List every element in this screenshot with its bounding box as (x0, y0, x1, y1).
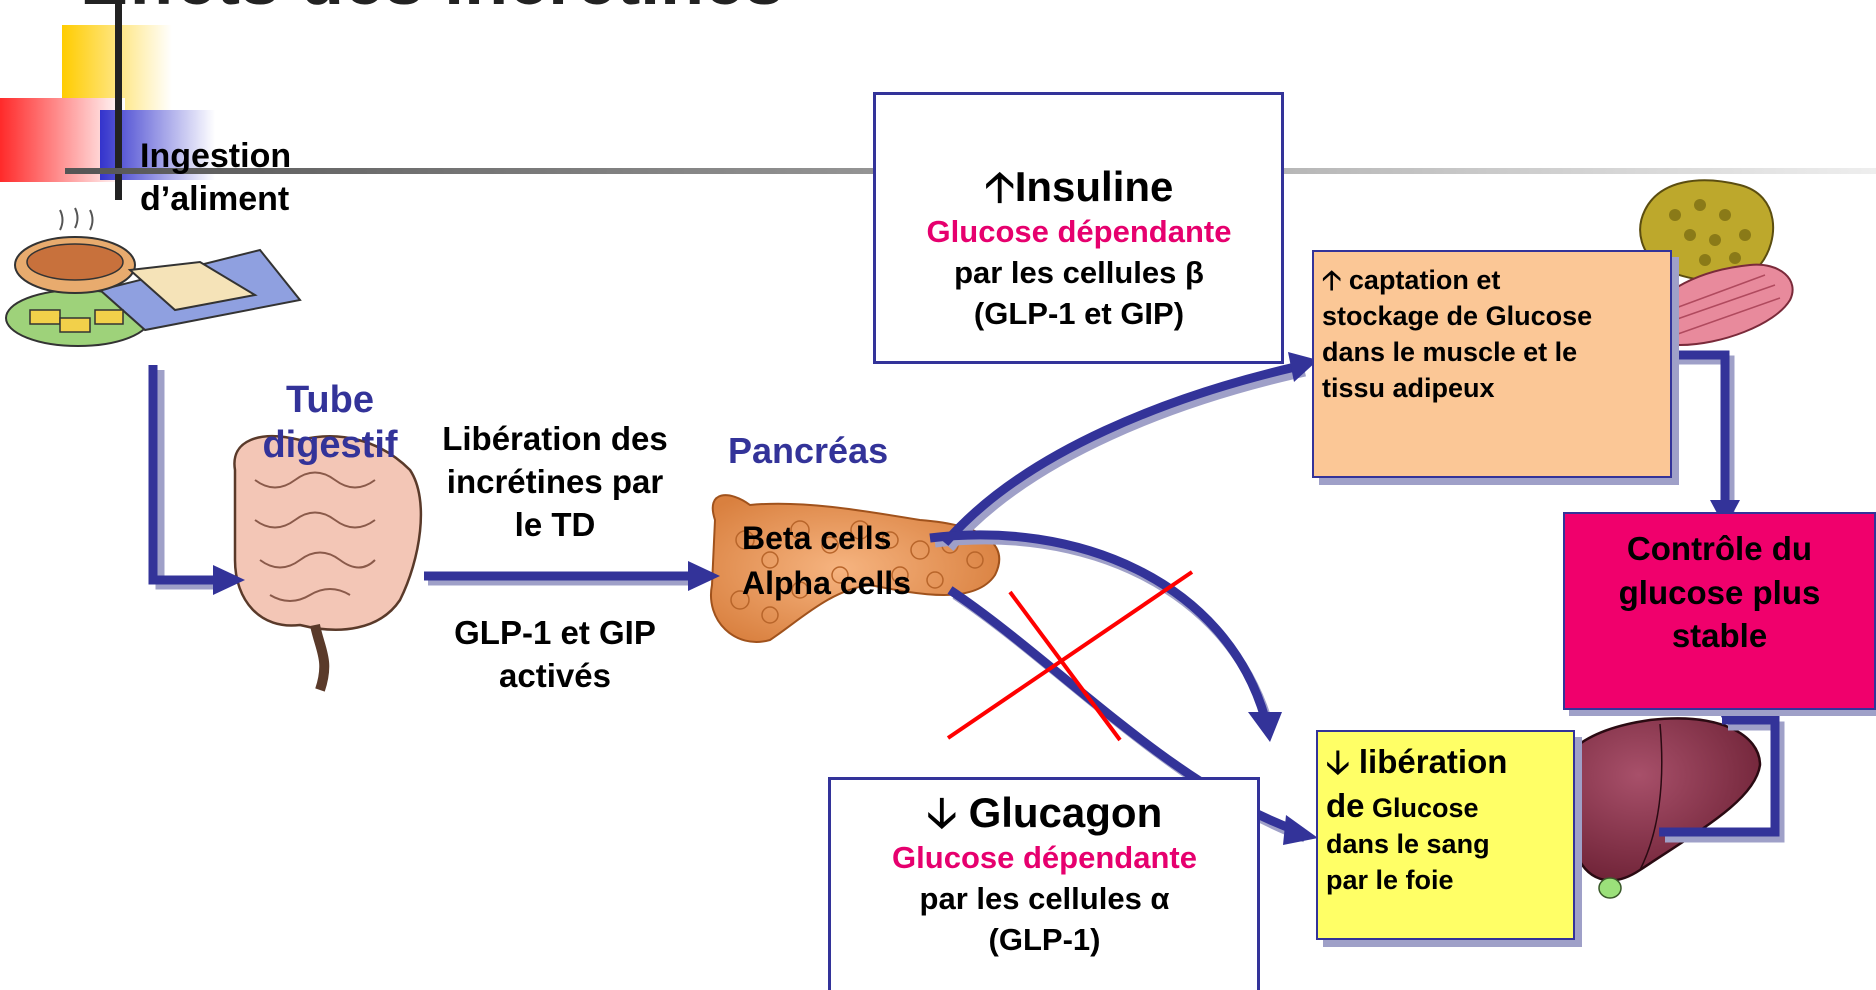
glp-active-label: GLP-1 et GIP activés (454, 614, 656, 694)
down-arrow-icon: 🡣 (926, 789, 957, 836)
intestine-illustration (233, 435, 423, 692)
glucagon-title: Glucagon (968, 789, 1163, 836)
captation-box (1312, 250, 1672, 478)
up-arrow-icon: 🡡 (984, 163, 1015, 210)
glucagon-text: 🡣 Glucagon Glucose dépendante par les ce… (831, 788, 1258, 961)
liver-illustration (1556, 717, 1762, 899)
insuline-box (873, 92, 1284, 364)
arrow-captation-to-controle (1670, 350, 1730, 505)
pancreas-label: Pancréas (728, 430, 889, 471)
up-arrow-icon: 🡡 (1322, 265, 1342, 295)
arrow-controle-to-liver (1659, 715, 1780, 837)
tube-digestif-label: Tube digestif (262, 379, 398, 466)
liberation-incretines-label: Libération des incrétines par le TD (442, 420, 668, 543)
beta-cells-label: Beta cells (742, 520, 892, 556)
food-plate-illustration (5, 207, 302, 347)
liberation-glucose-text: 🡣 libération de Glucose dans le sang par… (1326, 743, 1508, 895)
glucagon-box (828, 777, 1260, 990)
insuline-line1: par les cellules β (954, 255, 1204, 291)
insuline-line2: (GLP-1 et GIP) (973, 296, 1185, 332)
red-cross (946, 570, 1194, 742)
liberation-box (1316, 730, 1575, 940)
arrow-ingestion-to-tube (148, 365, 215, 585)
insuline-title: Insuline (1014, 163, 1174, 210)
alpha-cells-label: Alpha cells (742, 565, 911, 601)
insuline-text: 🡡Insuline Glucose dépendante par les cel… (876, 162, 1282, 335)
controle-text: Contrôle du glucose plus stable (1618, 530, 1821, 655)
glucagon-line2: (GLP-1) (988, 922, 1101, 958)
pancreas-illustration (709, 494, 1001, 643)
controle-box (1563, 512, 1876, 710)
glucagon-subtitle: Glucose dépendante (892, 840, 1197, 876)
down-arrow-icon: 🡣 (1326, 743, 1350, 780)
arrow-beta-to-liver (929, 530, 1270, 720)
ingestion-label: Ingestion d’aliment (140, 137, 292, 219)
insuline-subtitle: Glucose dépendante (926, 214, 1232, 250)
arrow-beta-to-captation (941, 362, 1297, 546)
captation-text: 🡡 captation et stockage de Glucose dans … (1322, 265, 1593, 403)
glucagon-line1: par les cellules α (919, 881, 1170, 917)
adipose-muscle-illustration (1639, 179, 1794, 347)
slide-title-fragment: Effets des incrétines (80, 0, 784, 20)
